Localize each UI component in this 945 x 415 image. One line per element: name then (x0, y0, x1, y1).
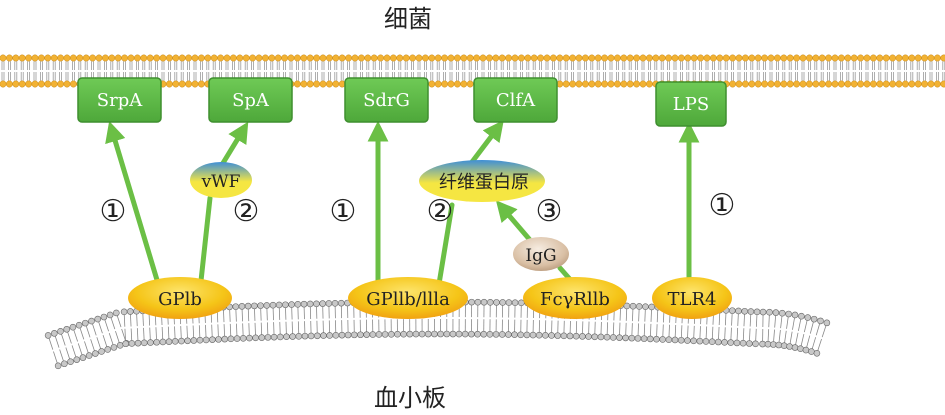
igg-label: IgG (525, 246, 556, 266)
receptor-gpllb-llla: GPllb/llla (348, 277, 468, 319)
protein-box-spa: SpA (208, 77, 293, 123)
vwf-label: vWF (201, 172, 241, 192)
receptor-fcgrllb: FcγRllb (523, 277, 627, 319)
fibrinogen-ellipse: 纤维蛋白原 (419, 160, 545, 202)
receptor-label: TLR4 (668, 289, 717, 310)
pathway-number: ① (100, 194, 127, 229)
platelet-receptors: GPlb GPllb/llla FcγRllb TLR4 (128, 277, 732, 319)
pathway-number: ② (427, 194, 454, 229)
bacterial-proteins: SrpA SpA SdrG ClfA LPS (77, 77, 727, 127)
receptor-label: GPlb (158, 289, 202, 310)
protein-label: SdrG (363, 90, 410, 111)
protein-label: LPS (673, 94, 709, 115)
protein-box-srpa: SrpA (77, 77, 162, 123)
platelet-title: 血小板 (374, 384, 446, 412)
arrow-gpllb-fibrinogen (435, 202, 455, 293)
bridging-molecules: vWF 纤维蛋白原 IgG (190, 160, 569, 271)
protein-label: SrpA (97, 90, 143, 111)
protein-box-lps: LPS (655, 81, 727, 127)
arrow-vwf-spa (217, 121, 249, 171)
fibrinogen-label: 纤维蛋白原 (439, 172, 529, 193)
pathway-numbers: ① ② ① ② ③ ① (100, 188, 736, 229)
receptor-tlr4: TLR4 (652, 277, 732, 319)
arrow-igg-fibrinogen (495, 200, 533, 243)
pathway-number: ① (330, 194, 357, 229)
pathway-number: ③ (536, 194, 563, 229)
protein-label: SpA (232, 90, 270, 111)
igg-ellipse: IgG (513, 237, 569, 271)
receptor-label: GPllb/llla (366, 289, 450, 310)
pathway-number: ① (709, 188, 736, 223)
arrows (105, 119, 700, 293)
receptor-gplb: GPlb (128, 277, 232, 319)
protein-box-clfa: ClfA (473, 77, 558, 123)
vwf-ellipse: vWF (190, 162, 252, 198)
protein-box-sdrg: SdrG (344, 77, 429, 123)
receptor-label: FcγRllb (540, 289, 610, 310)
bacterial-membrane (0, 54, 945, 88)
arrow-fibrinogen-clfa (469, 119, 504, 165)
pathway-number: ② (233, 194, 260, 229)
arrow-gplb-vwf (197, 195, 213, 293)
protein-label: ClfA (496, 90, 536, 111)
bacteria-title: 细菌 (384, 5, 432, 33)
arrow-gplb-srpa (105, 120, 163, 293)
